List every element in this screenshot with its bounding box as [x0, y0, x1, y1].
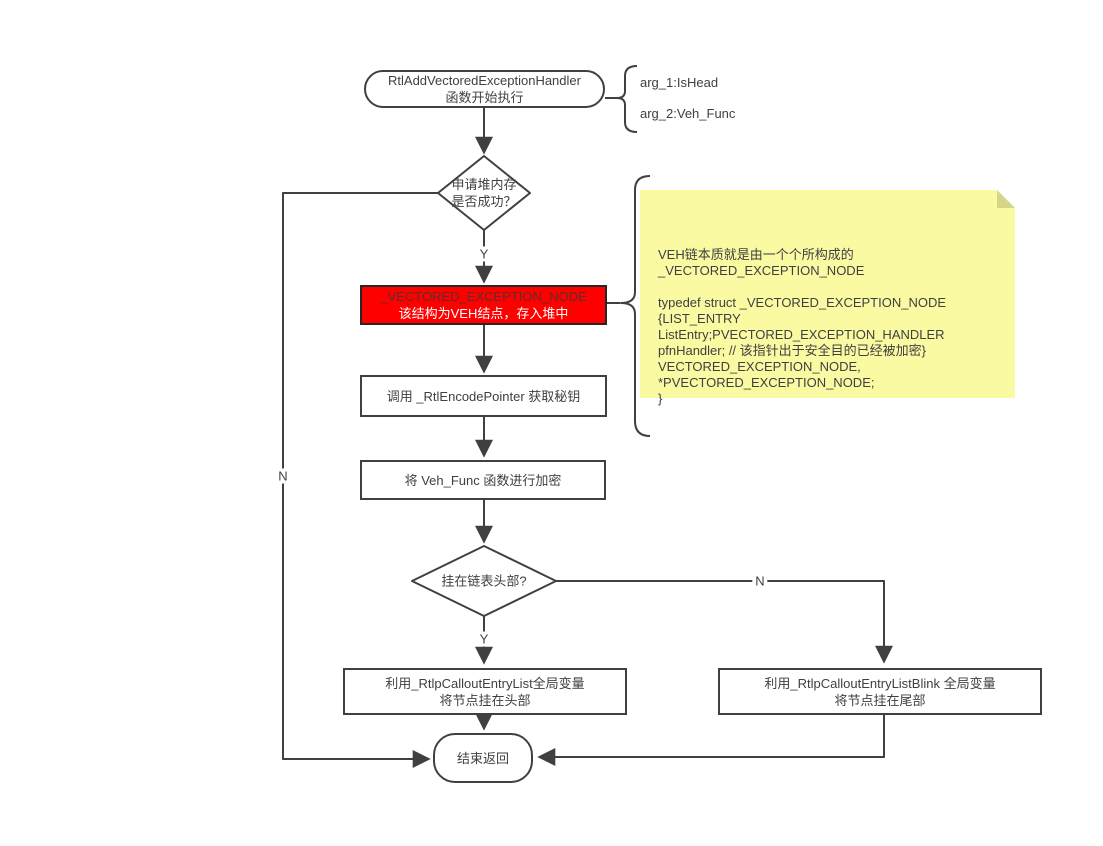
edge-label-no2: N	[752, 573, 768, 589]
arrow-decision2-no	[556, 580, 893, 664]
attach-tail-box: 利用_RtlpCalloutEntryListBlink 全局变量 将节点挂在尾…	[718, 668, 1042, 715]
encrypt-vehfunc-box: 将 Veh_Func 函数进行加密	[360, 460, 606, 500]
args-brace	[616, 65, 638, 133]
decision-alloc-diamond	[437, 155, 531, 231]
veh-note: VEH链本质就是由一个个所构成的 _VECTORED_EXCEPTION_NOD…	[640, 190, 1015, 406]
edge-label-no1: N	[275, 468, 291, 484]
vectored-exception-node-subtitle: 该结构为VEH结点，存入堆中	[398, 306, 569, 321]
decision-head-diamond	[411, 545, 557, 617]
edge-label-yes1: Y	[476, 246, 492, 262]
decision-head-label: 挂在链表头部?	[441, 573, 527, 589]
encode-pointer-box: 调用 _RtlEncodePointer 获取秘钥	[360, 375, 607, 417]
edge-label-yes2: Y	[476, 631, 492, 647]
veh-note-text: VEH链本质就是由一个个所构成的 _VECTORED_EXCEPTION_NOD…	[658, 247, 947, 406]
note-fold-corner	[997, 190, 1015, 208]
vectored-exception-node-title: _VECTORED_EXCEPTION_NODE	[380, 289, 587, 304]
attach-head-box: 利用_RtlpCalloutEntryList全局变量 将节点挂在头部	[343, 668, 627, 715]
vectored-exception-node: _VECTORED_EXCEPTION_NODE 该结构为VEH结点，存入堆中	[360, 285, 607, 325]
arrow-tail-to-end	[537, 715, 885, 766]
decision-alloc-label: 申请堆内存 是否成功？	[451, 177, 517, 209]
arg1-label: arg_1:IsHead	[640, 75, 719, 90]
end-node: 结束返回	[433, 733, 533, 783]
start-node: RtlAddVectoredExceptionHandler 函数开始执行	[364, 70, 605, 108]
note-brace	[620, 175, 651, 437]
arg2-label: arg_2:Veh_Func	[640, 106, 736, 121]
